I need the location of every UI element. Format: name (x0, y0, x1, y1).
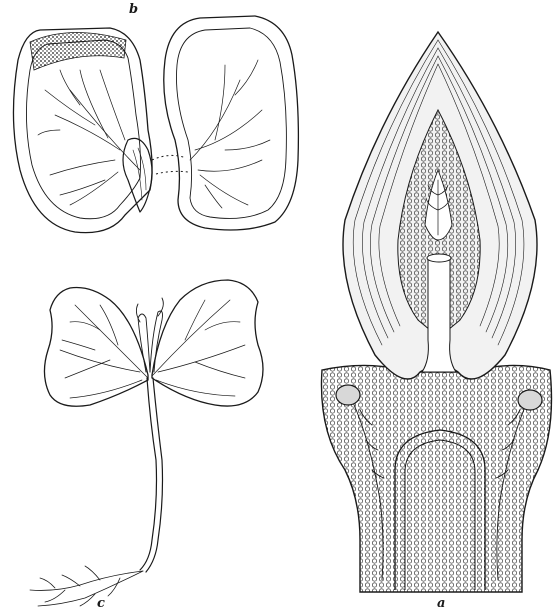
right-leaf-veins (152, 300, 245, 396)
figure-b-opened-seed: b (13, 2, 298, 233)
dotted-connector (152, 155, 186, 160)
left-side-bud (336, 385, 360, 405)
right-seed-leaf (152, 280, 263, 406)
right-cotyledon (164, 16, 299, 230)
label-c: c (97, 596, 105, 611)
left-seed-leaf (44, 288, 148, 407)
seedling-stem (140, 378, 157, 570)
label-b: b (129, 2, 138, 17)
left-cotyledon (13, 28, 152, 233)
seedling-roots (30, 566, 143, 606)
figure-a-bud-section: a (321, 32, 551, 611)
left-cotyledon-veins (38, 70, 140, 205)
dotted-connector-lower (156, 171, 188, 174)
figure-c-seedling: c (30, 280, 263, 611)
embryo-radicle (123, 138, 152, 212)
right-side-bud (518, 390, 542, 410)
right-cotyledon-veins (190, 60, 270, 208)
plumule (136, 298, 163, 372)
left-leaf-veins (60, 305, 148, 398)
label-a: a (437, 596, 445, 611)
stippled-seed-coat (30, 32, 126, 70)
